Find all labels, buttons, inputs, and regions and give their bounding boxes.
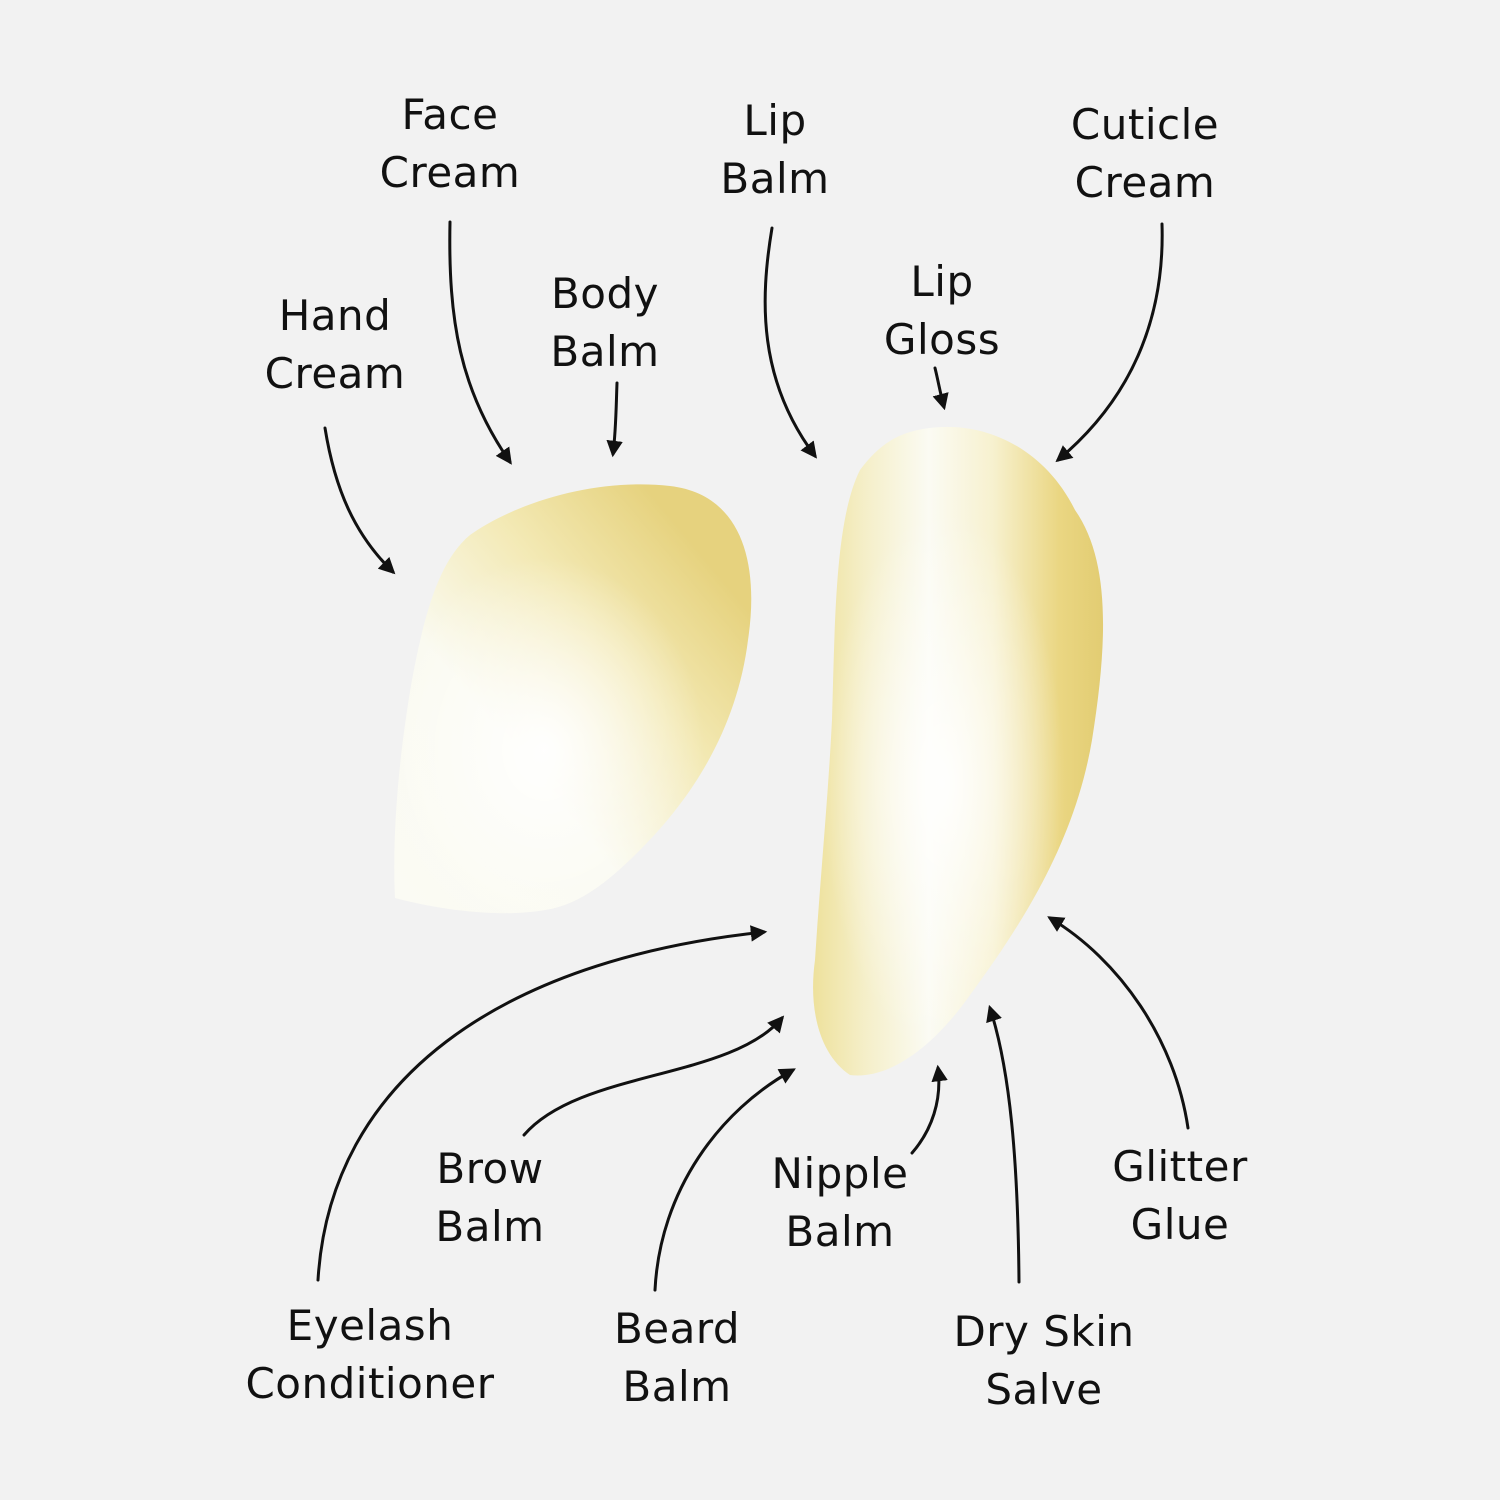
label-nipple-balm-line1: Nipple [771,1149,909,1198]
arrow-glitter-glue [1047,916,1190,1130]
label-nipple-balm: Nipple Balm [755,1145,925,1261]
label-face-cream-line2: Cream [379,148,521,197]
label-body-balm-line1: Body [550,269,660,318]
label-eyelash-conditioner-line2: Conditioner [245,1359,495,1408]
arrow-hand-cream [323,426,396,575]
label-face-cream-line1: Face [401,90,499,139]
left-balm-swatch [394,484,752,914]
arrow-body-balm [606,381,623,458]
right-balm-swatch [813,426,1104,1076]
label-dry-skin-salve-line2: Salve [985,1365,1103,1414]
label-dry-skin-salve-line1: Dry Skin [953,1307,1135,1356]
label-body-balm: Body Balm [525,265,685,381]
arrow-beard-balm [653,1068,796,1292]
label-cuticle-cream: Cuticle Cream [1055,96,1235,212]
label-lip-gloss-line2: Gloss [883,315,1001,364]
label-glitter-glue: Glitter Glue [1100,1138,1260,1254]
arrow-nipple-balm [910,1064,948,1155]
label-glitter-glue-line2: Glue [1130,1200,1230,1249]
label-eyelash-conditioner-line1: Eyelash [286,1301,454,1350]
label-face-cream: Face Cream [370,86,530,202]
label-lip-balm-line2: Balm [720,154,830,203]
label-cuticle-cream-line2: Cream [1074,158,1216,207]
label-beard-balm: Beard Balm [597,1300,757,1416]
label-hand-cream: Hand Cream [255,287,415,403]
arrows [316,220,1190,1292]
arrow-brow-balm [522,1015,785,1137]
arrow-face-cream [448,220,512,465]
label-lip-gloss: Lip Gloss [862,253,1022,369]
label-hand-cream-line2: Cream [264,349,406,398]
label-nipple-balm-line2: Balm [785,1207,895,1256]
arrow-cuticle-cream [1055,222,1164,463]
label-lip-gloss-line1: Lip [910,257,974,306]
arrow-lip-gloss [932,366,949,411]
label-brow-balm-line2: Balm [435,1202,545,1251]
arrow-eyelash-conditioner [316,925,768,1282]
label-dry-skin-salve: Dry Skin Salve [934,1303,1154,1419]
label-brow-balm: Brow Balm [410,1140,570,1256]
label-body-balm-line2: Balm [550,327,660,376]
arrow-lip-balm [763,226,817,459]
label-lip-balm: Lip Balm [695,92,855,208]
arrow-dry-skin-salve [986,1004,1021,1284]
label-hand-cream-line1: Hand [278,291,392,340]
label-glitter-glue-line1: Glitter [1112,1142,1248,1191]
label-eyelash-conditioner: Eyelash Conditioner [230,1297,510,1413]
label-beard-balm-line2: Balm [622,1362,732,1411]
label-beard-balm-line1: Beard [613,1304,741,1353]
label-brow-balm-line1: Brow [436,1144,544,1193]
label-lip-balm-line1: Lip [743,96,807,145]
label-cuticle-cream-line1: Cuticle [1070,100,1220,149]
